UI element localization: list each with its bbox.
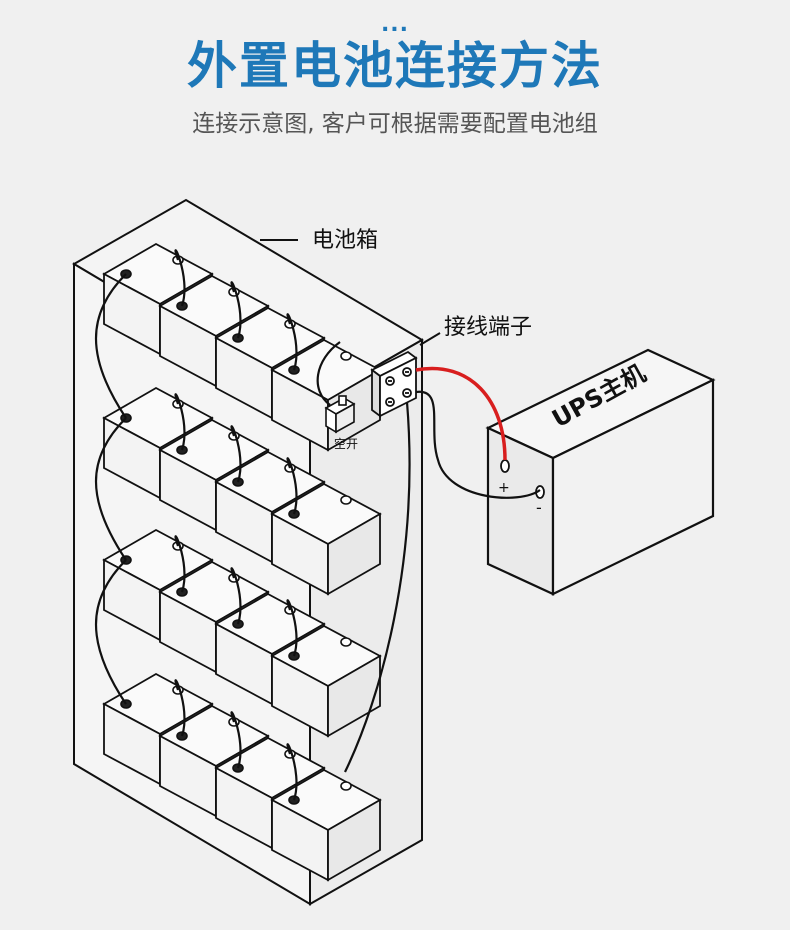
page-subtitle: 连接示意图, 客户可根据需要配置电池组 — [192, 111, 598, 137]
ups-terminals — [500, 459, 545, 499]
series-wire — [174, 535, 186, 593]
battery-box-label: 电池箱 — [312, 228, 378, 253]
breaker-switch — [324, 395, 356, 434]
negative-mark: - — [536, 498, 542, 517]
row-link-wire — [94, 559, 127, 705]
return-cable — [344, 401, 411, 773]
battery-terminal-negative — [340, 781, 352, 791]
row-link-wire — [94, 273, 127, 419]
series-wire — [230, 567, 242, 625]
battery-terminal-negative — [340, 351, 352, 361]
series-wire — [230, 425, 242, 483]
battery-group — [102, 242, 382, 882]
battery — [270, 338, 382, 452]
series-wire — [230, 281, 242, 339]
terminal-block — [370, 350, 418, 418]
series-wire — [230, 711, 242, 769]
series-wire — [286, 743, 298, 801]
breaker-cable — [316, 341, 341, 406]
series-wire — [286, 457, 298, 515]
row-link-wire — [94, 417, 127, 561]
decorative-dots: ... — [380, 12, 410, 37]
battery-terminal-negative — [340, 495, 352, 505]
series-wire — [174, 679, 186, 737]
battery — [270, 768, 382, 882]
series-wire — [286, 599, 298, 657]
terminal-block-label: 接线端子 — [444, 315, 532, 340]
positive-mark: + — [498, 480, 510, 496]
terminal-leader — [419, 332, 441, 346]
series-wire — [286, 313, 298, 371]
series-wire — [174, 249, 186, 307]
page-title: 外置电池连接方法 — [187, 37, 603, 95]
positive-cable — [415, 366, 507, 461]
series-wire — [174, 393, 186, 451]
negative-cable — [415, 390, 541, 499]
battery — [270, 482, 382, 596]
battery-terminal-negative — [340, 637, 352, 647]
battery — [270, 624, 382, 738]
breaker-label: 空开 — [334, 437, 358, 451]
battery-wires — [94, 249, 298, 801]
ups-host — [485, 348, 716, 596]
